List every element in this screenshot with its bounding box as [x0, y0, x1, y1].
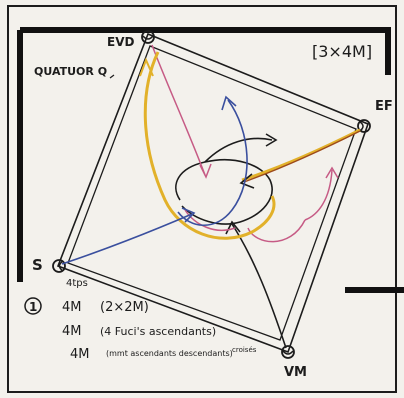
corner-label-evd: EVD — [107, 35, 134, 49]
corner-marker-s — [52, 259, 66, 273]
corner-marker-evd — [141, 30, 155, 44]
corner-marker-vm — [281, 345, 295, 359]
yellow-paths — [139, 51, 361, 240]
notes-line-2-text: (4 Fuci's ascendants) — [100, 325, 216, 338]
orange-ef-arrow — [243, 130, 361, 183]
notes-line-2-count: 4M — [62, 324, 82, 339]
black-centre-loop — [175, 158, 273, 225]
notes-line-1-text: (2×2M) — [100, 300, 149, 315]
notes-tempo: 4tps — [66, 278, 88, 289]
black-vm-path — [231, 223, 287, 349]
notes-number: 1 — [29, 300, 37, 314]
corner-marker-ef — [357, 119, 371, 133]
format-label: [3×4M] — [312, 42, 372, 61]
paper-border — [7, 5, 397, 393]
orange-arrowhead — [239, 173, 255, 189]
notes-number-circle — [24, 297, 42, 315]
diagram-title: QUATUOR Q — [34, 65, 107, 78]
notes-line-1-count: 4M — [62, 300, 82, 315]
black-arrowhead-right — [265, 133, 278, 147]
corner-label-ef: EF — [375, 99, 393, 114]
corner-label-vm: VM — [284, 365, 307, 380]
black-arrow-to-right — [204, 137, 273, 163]
stage-square — [56, 32, 370, 354]
corner-label-s: S — [32, 256, 43, 274]
title-subscript-mark — [109, 74, 115, 79]
notes-line-3-text: (mmt ascendants descendants) — [106, 349, 233, 358]
thick-frame-top — [20, 27, 391, 75]
blue-paths — [61, 95, 248, 265]
notes-line-3-count: 4M — [70, 347, 90, 362]
notes-line-3-tail: croisés — [232, 346, 257, 354]
